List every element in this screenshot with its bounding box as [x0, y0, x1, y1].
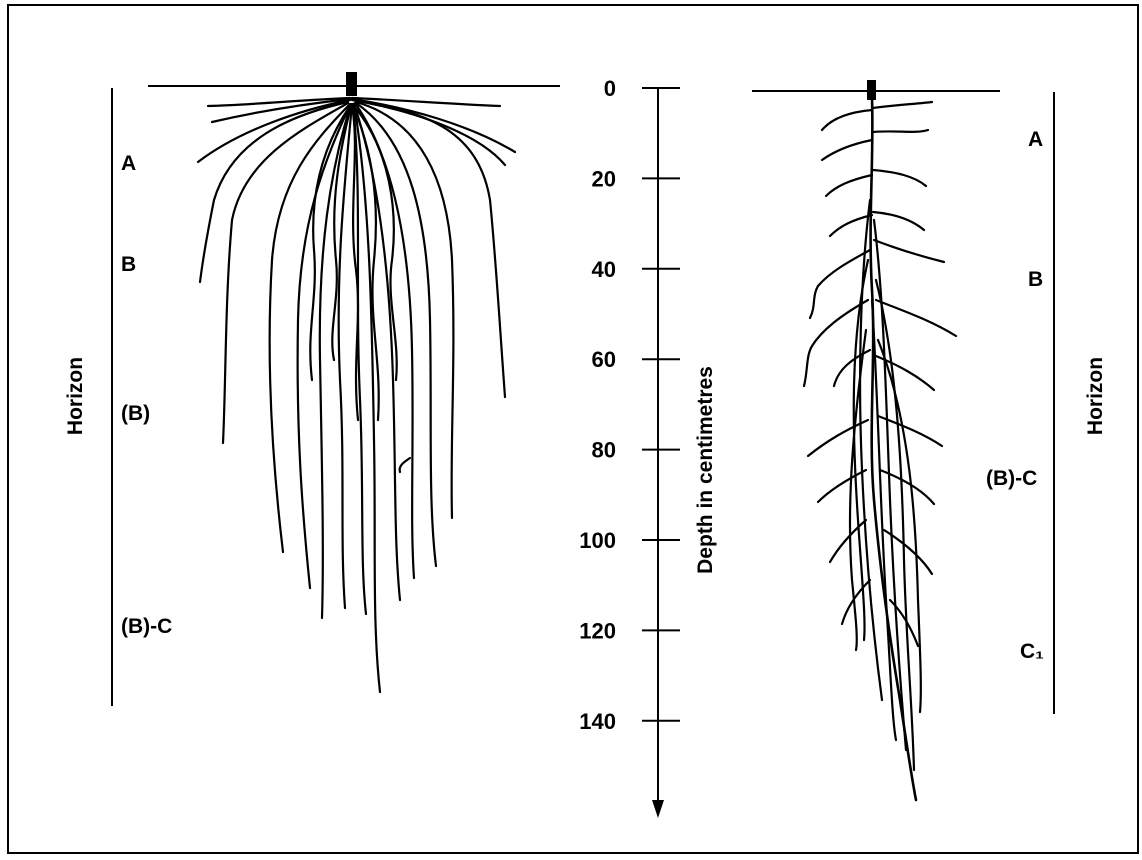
left-root	[320, 104, 351, 618]
depth-tick-label: 140	[579, 709, 616, 734]
right-taproot-system	[804, 98, 956, 800]
depth-tick-label: 0	[604, 76, 616, 101]
depth-tick-label: 100	[579, 528, 616, 553]
right-root	[873, 170, 926, 186]
right-root	[890, 600, 918, 646]
right-profile: Horizon A B (B)-C C₁	[752, 80, 1107, 800]
right-root	[822, 140, 872, 160]
left-horizon-a: A	[121, 152, 136, 175]
right-root	[822, 110, 872, 130]
depth-tick-label: 60	[592, 347, 616, 372]
right-horizon-c1: C₁	[1020, 640, 1044, 663]
left-root	[310, 106, 350, 380]
right-taproot	[871, 98, 916, 800]
depth-axis: Depth in centimetres 0 20 40 60 80 100 120 140	[579, 76, 717, 818]
right-root	[876, 300, 956, 336]
depth-axis-arrowhead	[652, 800, 664, 818]
right-horizon-b-c: (B)-C	[986, 467, 1037, 490]
depth-tick-label: 40	[592, 257, 616, 282]
right-horizon-a: A	[1028, 128, 1043, 151]
right-horizon-b: B	[1028, 268, 1043, 291]
right-horizon-side-label: Horizon	[1084, 357, 1107, 435]
right-root	[873, 212, 924, 230]
right-root	[874, 240, 944, 262]
depth-tick-label: 20	[592, 166, 616, 191]
right-root	[826, 175, 872, 196]
left-horizon-side-label: Horizon	[64, 357, 87, 435]
depth-tick-label: 120	[579, 618, 616, 643]
depth-axis-ticks: 0 20 40 60 80 100 120 140	[579, 76, 680, 734]
left-plant-stem	[346, 72, 357, 96]
left-profile: Horizon A B (B) (B)-C	[64, 72, 560, 706]
depth-axis-label: Depth in centimetres	[694, 366, 717, 574]
right-root	[834, 350, 870, 386]
figure-frame	[8, 5, 1138, 853]
right-root	[873, 130, 928, 132]
left-horizon-b-paren: (B)	[121, 402, 150, 425]
depth-tick-label: 80	[592, 438, 616, 463]
left-root	[400, 458, 410, 472]
right-root	[818, 470, 866, 502]
right-root	[873, 102, 932, 108]
left-horizon-b-c: (B)-C	[121, 615, 172, 638]
left-horizon-b: B	[121, 253, 136, 276]
left-root	[339, 104, 352, 608]
left-fibrous-root-system	[198, 98, 515, 692]
right-root	[808, 420, 868, 456]
